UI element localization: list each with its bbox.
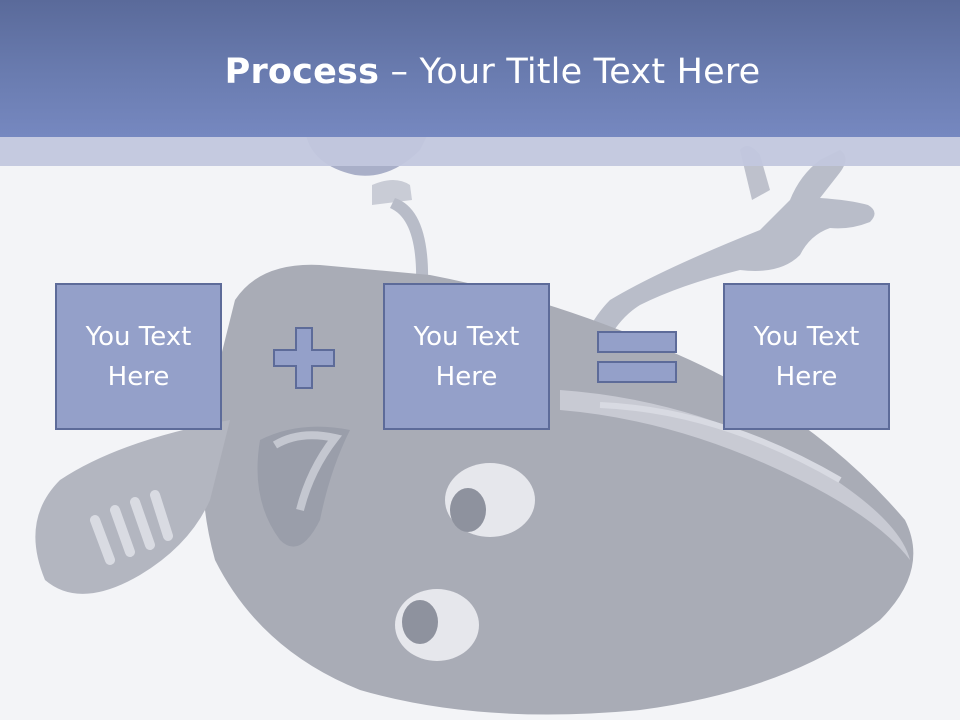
slide-title: Process – Your Title Text Here: [0, 52, 960, 92]
title-band: [0, 137, 960, 166]
process-box-1: You Text Here: [55, 283, 222, 430]
process-box-2-label: You Text Here: [413, 321, 520, 392]
title-bar: [0, 0, 960, 137]
process-box-1-label: You Text Here: [85, 321, 192, 392]
plus-icon: [273, 327, 335, 389]
slide-title-bold: Process: [224, 52, 380, 92]
slide-title-rest: – Your Title Text Here: [379, 52, 761, 92]
process-box-3-label: You Text Here: [753, 321, 860, 392]
equals-icon: [597, 331, 677, 383]
process-box-2: You Text Here: [383, 283, 550, 430]
process-box-3: You Text Here: [723, 283, 890, 430]
